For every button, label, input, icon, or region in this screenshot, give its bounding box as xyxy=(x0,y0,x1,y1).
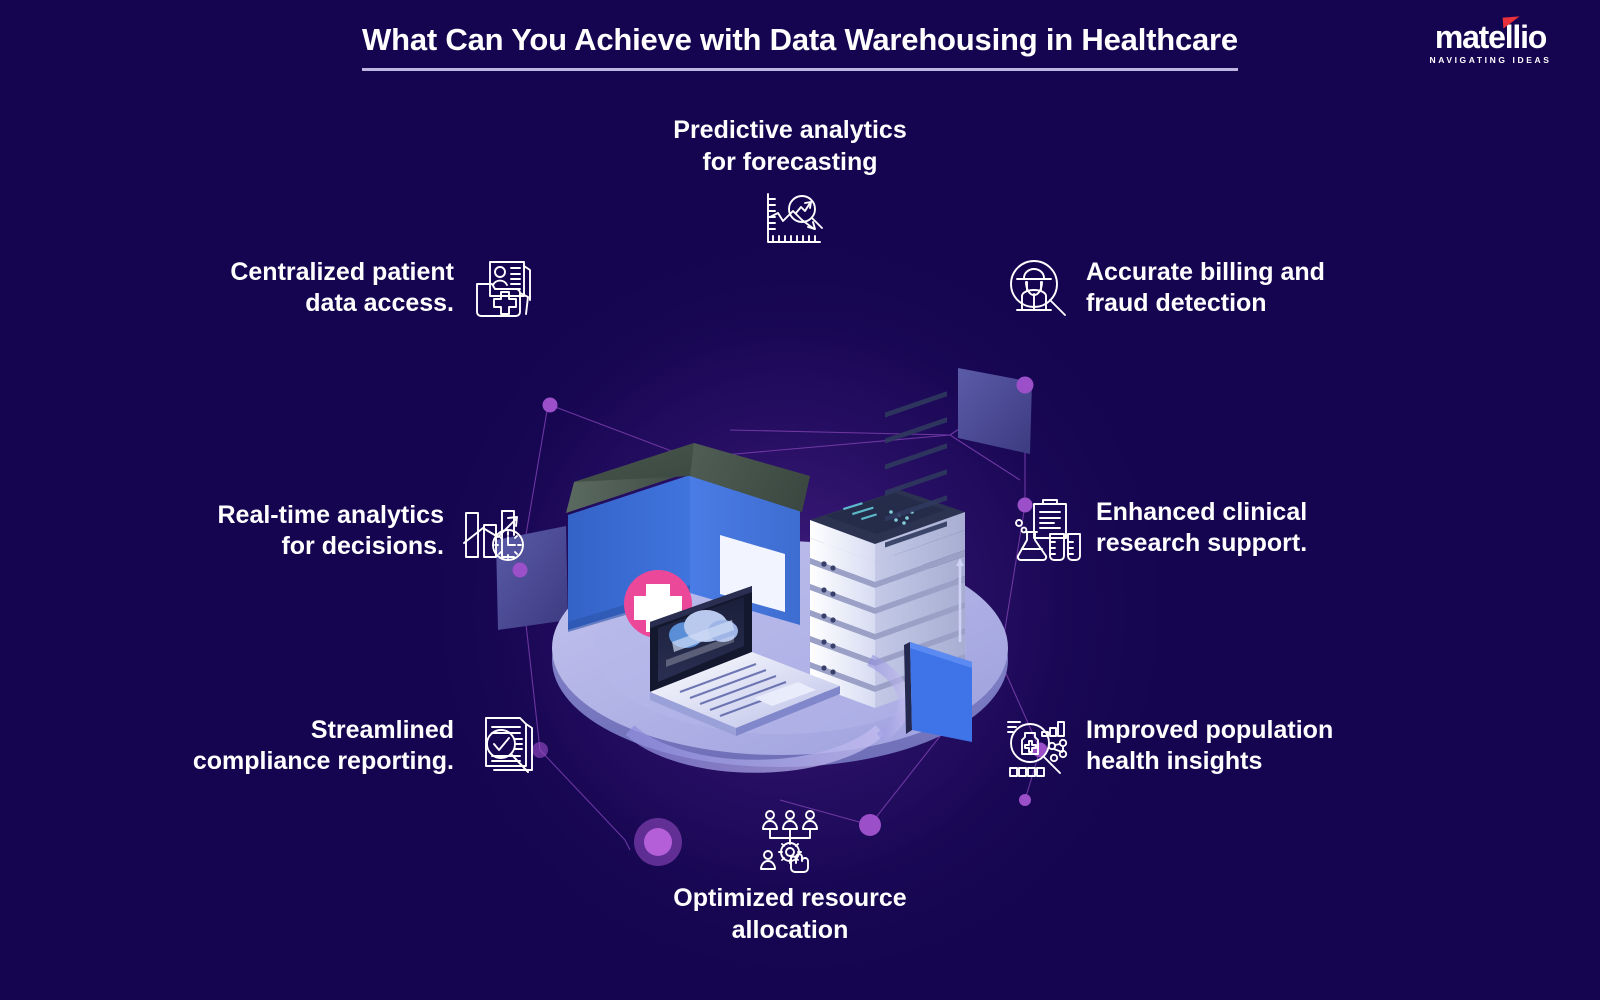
folder-object xyxy=(904,642,972,742)
patient-folder-icon xyxy=(468,252,540,324)
node-label-compliance: Streamlined compliance reporting. xyxy=(192,715,454,776)
node-label-research: Enhanced clinical research support. xyxy=(1096,497,1308,558)
floating-card-right xyxy=(958,368,1032,454)
team-gear-icon xyxy=(754,805,826,877)
pin-marker xyxy=(956,558,964,642)
decorative-arc xyxy=(625,654,911,773)
fraud-detective-icon xyxy=(1000,252,1072,324)
node-clinical-research[interactable]: Enhanced clinical research support. xyxy=(1010,492,1480,564)
node-label-realtime: Real-time analytics for decisions. xyxy=(217,500,445,561)
network-edges xyxy=(519,384,1041,851)
node-realtime-analytics[interactable]: Real-time analytics for decisions. xyxy=(60,495,530,567)
logo-accent-mark-icon xyxy=(1502,16,1521,29)
page-title: What Can You Achieve with Data Warehousi… xyxy=(0,22,1600,71)
bar-chart-clock-icon xyxy=(458,495,530,567)
chart-magnifier-icon xyxy=(754,184,826,256)
page-title-text: What Can You Achieve with Data Warehousi… xyxy=(362,22,1238,71)
clipboard-flask-icon xyxy=(1010,492,1082,564)
laptop-cloud xyxy=(650,586,840,736)
node-label-centralized: Centralized patient data access. xyxy=(230,257,454,318)
logo-wordmark: matellio xyxy=(1434,16,1548,55)
health-analytics-icon xyxy=(1000,710,1072,782)
floating-card-left xyxy=(496,526,568,630)
node-centralized-data[interactable]: Centralized patient data access. xyxy=(70,252,540,324)
logo-tagline: NAVIGATING IDEAS xyxy=(1429,55,1552,65)
node-compliance-reporting[interactable]: Streamlined compliance reporting. xyxy=(50,710,540,782)
node-predictive-analytics[interactable]: Predictive analytics for forecasting xyxy=(560,115,1020,256)
node-label-billing: Accurate billing and fraud detection xyxy=(1086,257,1325,318)
node-label-population: Improved population health insights xyxy=(1086,715,1334,776)
logo-wordmark-text: matellio xyxy=(1434,19,1548,55)
node-label-optimized: Optimized resource allocation xyxy=(673,884,907,944)
document-check-magnifier-icon xyxy=(468,710,540,782)
header: What Can You Achieve with Data Warehousi… xyxy=(0,0,1600,92)
node-fraud-detection[interactable]: Accurate billing and fraud detection xyxy=(1000,252,1470,324)
node-label-predictive: Predictive analytics for forecasting xyxy=(673,116,907,176)
central-illustration xyxy=(480,330,1100,890)
brand-logo: matellio NAVIGATING IDEAS xyxy=(1403,16,1578,68)
node-resource-allocation[interactable]: Optimized resource allocation xyxy=(560,805,1020,946)
node-population-health[interactable]: Improved population health insights xyxy=(1000,710,1480,782)
